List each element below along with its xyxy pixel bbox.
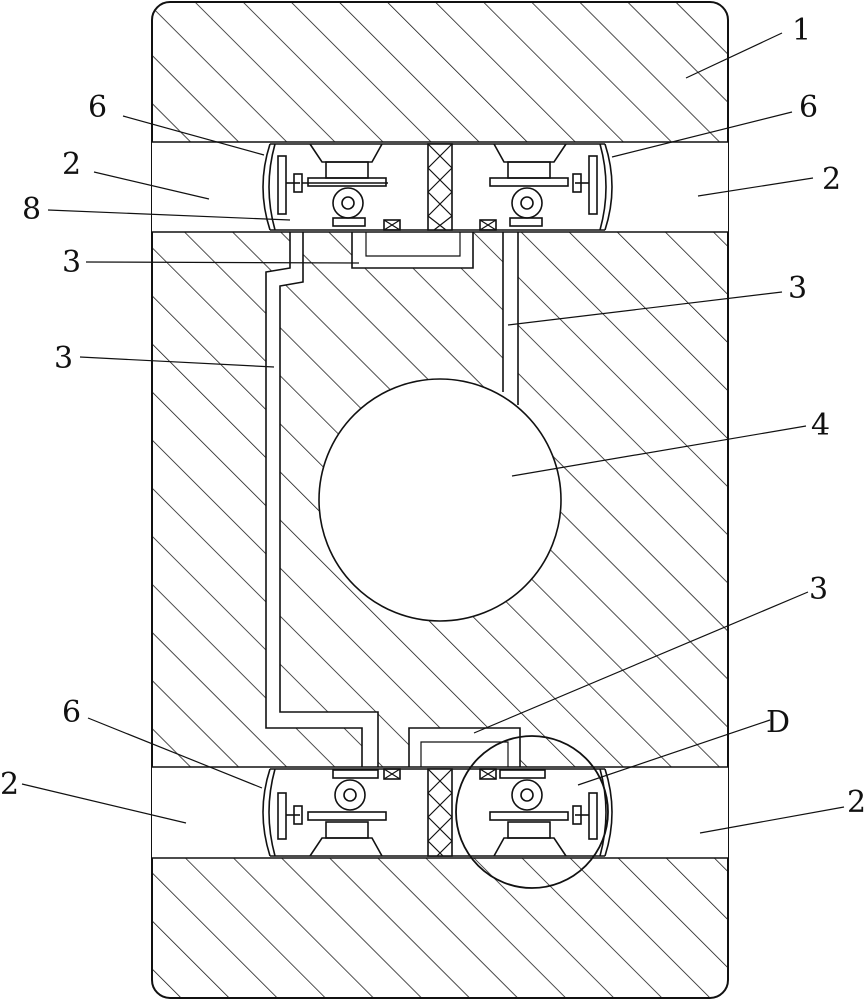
label-6-bottom-left: 6 bbox=[62, 695, 81, 730]
label-4: 4 bbox=[811, 408, 830, 443]
label-6-top-right: 6 bbox=[799, 90, 818, 125]
leader-lines bbox=[21, 32, 845, 834]
bottom-ring-assembly bbox=[262, 768, 613, 857]
label-1: 1 bbox=[792, 13, 811, 48]
label-2-top-right: 2 bbox=[822, 162, 841, 197]
label-d: D bbox=[766, 705, 790, 740]
label-2-bottom-right: 2 bbox=[847, 785, 866, 820]
label-3-top: 3 bbox=[62, 245, 81, 280]
label-8: 8 bbox=[22, 192, 41, 227]
top-ring-assembly bbox=[262, 143, 613, 231]
label-3-left: 3 bbox=[54, 341, 73, 376]
label-2-top-left: 2 bbox=[62, 147, 81, 182]
label-3-right: 3 bbox=[788, 271, 807, 306]
label-3-bottom: 3 bbox=[809, 572, 828, 607]
label-6-top-left: 6 bbox=[88, 90, 107, 125]
label-2-bottom-left: 2 bbox=[0, 767, 19, 802]
structure-lines bbox=[152, 141, 728, 859]
reference-labels: 1 6 6 2 2 8 3 3 3 4 3 6 D 2 2 bbox=[0, 13, 866, 820]
detail-circle-d bbox=[455, 735, 609, 889]
